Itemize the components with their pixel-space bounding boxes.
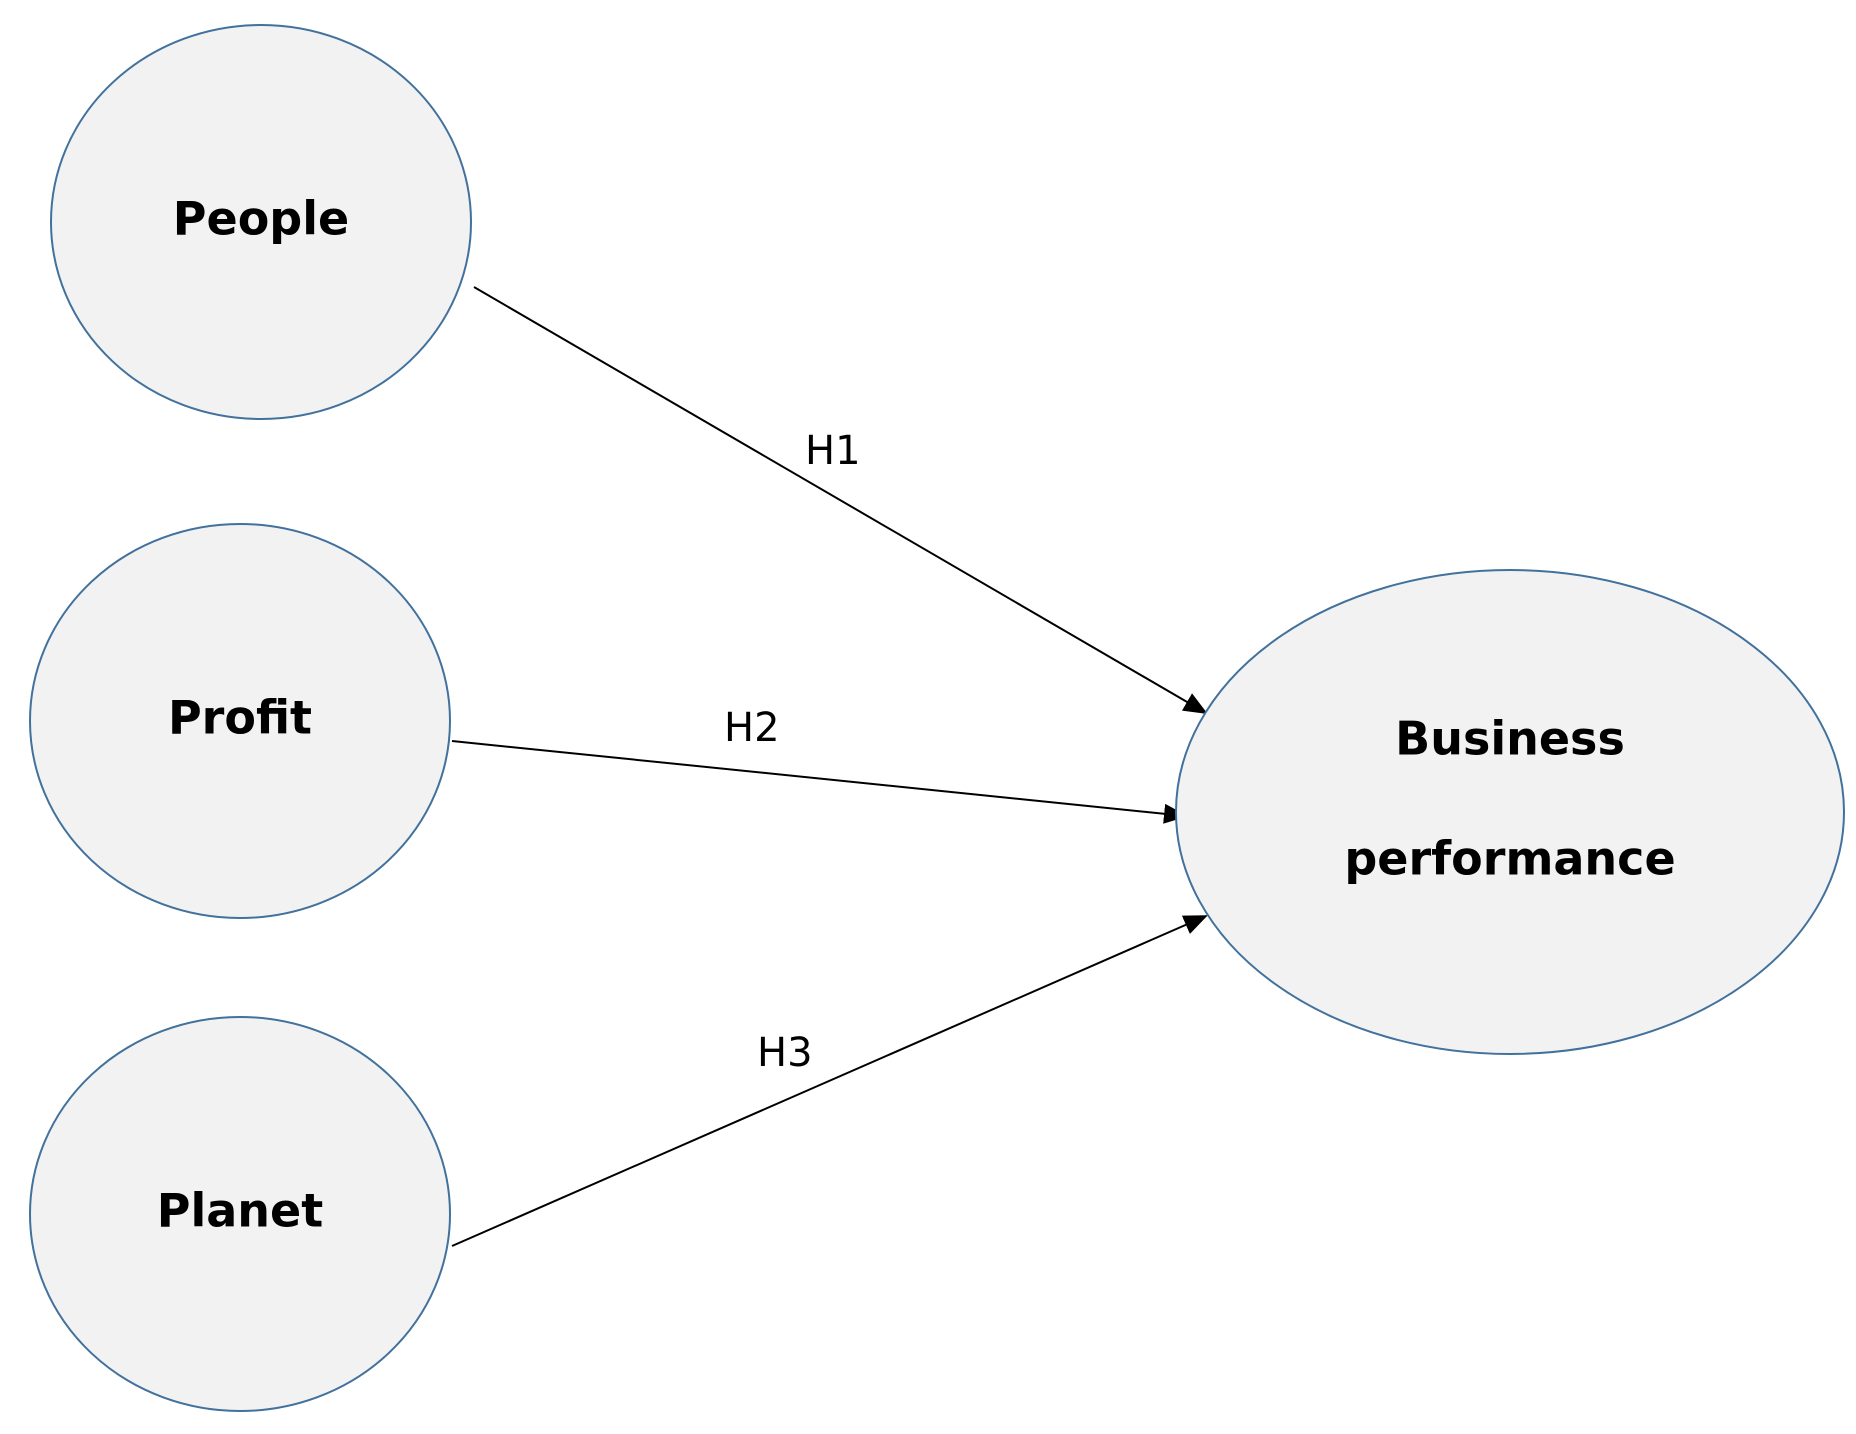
node-business-performance-label-line2: performance: [1344, 832, 1675, 886]
node-planet-ellipse: [29, 1016, 451, 1412]
node-business-performance-label-line1: Business: [1395, 712, 1625, 766]
node-planet-label: Planet: [157, 1184, 323, 1238]
edge-label-h3: H3: [757, 1030, 813, 1076]
node-business-performance-ellipse: [1175, 569, 1845, 1055]
edge-label-h1: H1: [805, 428, 861, 474]
node-people: People: [50, 24, 472, 420]
edge-h3: H3: [451, 915, 1208, 1247]
edge-label-h2: H2: [724, 705, 780, 751]
node-planet: Planet: [29, 1016, 451, 1412]
node-people-label: People: [173, 192, 349, 246]
node-business-performance: Business performance: [1175, 569, 1845, 1055]
arrow-h3: [451, 915, 1208, 1247]
node-people-ellipse: [50, 24, 472, 420]
node-profit-ellipse: [29, 523, 451, 919]
node-profit-label: Profit: [168, 691, 312, 745]
edge-h1: H1: [473, 286, 1208, 715]
arrow-h2: [451, 740, 1188, 824]
arrow-h1: [473, 286, 1208, 715]
node-profit: Profit: [29, 523, 451, 919]
edge-h2: H2: [451, 705, 1188, 824]
